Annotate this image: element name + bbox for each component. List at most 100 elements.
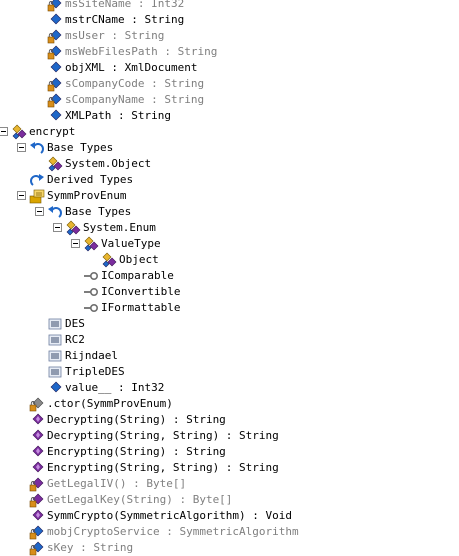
tree-node[interactable]: Base Types (0, 204, 459, 220)
tree-node-label[interactable]: Decrypting(String) : String (47, 413, 226, 426)
tree-node-label[interactable]: Decrypting(String, String) : String (47, 429, 279, 442)
tree-node-label[interactable]: msWebFilesPath : String (65, 45, 218, 58)
tree-node-label[interactable]: mstrCName : String (65, 13, 185, 26)
derived-types-icon (29, 172, 45, 188)
tree-node[interactable]: Derived Types (0, 172, 459, 188)
tree-node-label[interactable]: Encrypting(String, String) : String (47, 461, 279, 474)
tree-node-label[interactable]: value__ : Int32 (65, 381, 165, 394)
tree-node-label[interactable]: .ctor(SymmProvEnum) (47, 397, 173, 410)
tree-node-label[interactable]: Object (119, 253, 159, 266)
tree-node-label[interactable]: GetLegalIV() : Byte[] (47, 477, 187, 490)
tree-node[interactable]: SymmProvEnum (0, 188, 459, 204)
tree-node-label[interactable]: sCompanyCode : String (65, 77, 205, 90)
tree-node-label[interactable]: System.Enum (83, 221, 156, 234)
tree-node-label[interactable]: SymmCrypto(SymmetricAlgorithm) : Void (47, 509, 293, 522)
tree-node[interactable]: Rijndael (0, 348, 459, 364)
tree-node-label[interactable]: IFormattable (101, 301, 181, 314)
tree-node-label[interactable]: Encrypting(String) : String (47, 445, 226, 458)
tree-node-label[interactable]: Derived Types (47, 173, 134, 186)
collapse-toggle[interactable] (35, 207, 44, 216)
tree-node[interactable]: objXML : XmlDocument (0, 60, 459, 76)
tree-node[interactable]: sCompanyCode : String (0, 76, 459, 92)
collapse-toggle[interactable] (71, 239, 80, 248)
class-icon (11, 124, 27, 140)
class-icon (47, 156, 63, 172)
class-icon (65, 220, 81, 236)
collapse-toggle[interactable] (17, 191, 26, 200)
tree-node[interactable]: .ctor(SymmProvEnum) (0, 396, 459, 412)
tree-node-label[interactable]: XMLPath : String (65, 109, 171, 122)
tree-node-label[interactable]: objXML : XmlDocument (65, 61, 198, 74)
tree-node-label[interactable]: ValueType (101, 237, 161, 250)
collapse-toggle[interactable] (17, 143, 26, 152)
tree-node-label[interactable]: TripleDES (65, 365, 125, 378)
tree-node[interactable]: ValueType (0, 236, 459, 252)
class-icon (101, 252, 117, 268)
tree-node-label[interactable]: Base Types (47, 141, 114, 154)
enum-item-icon (47, 316, 63, 332)
field-icon (47, 108, 63, 124)
tree-node[interactable]: sCompanyName : String (0, 92, 459, 108)
tree-node[interactable]: sKey : String (0, 540, 459, 556)
tree-node-label[interactable]: msUser : String (65, 29, 165, 42)
enum-item-icon (47, 364, 63, 380)
field-private-icon (29, 540, 45, 556)
tree-node[interactable]: mobjCryptoService : SymmetricAlgorithm (0, 524, 459, 540)
field-icon (47, 12, 63, 28)
method-icon (29, 460, 45, 476)
collapse-toggle[interactable] (0, 127, 8, 136)
tree-node[interactable]: XMLPath : String (0, 108, 459, 124)
tree-node[interactable]: mstrCName : String (0, 12, 459, 28)
tree-node[interactable]: encrypt (0, 124, 459, 140)
tree-node[interactable]: Decrypting(String, String) : String (0, 428, 459, 444)
field-private-icon (29, 524, 45, 540)
tree-node[interactable]: Object (0, 252, 459, 268)
field-private-icon (47, 0, 63, 12)
method-private-icon (29, 476, 45, 492)
tree-node-label[interactable]: encrypt (29, 125, 76, 138)
tree-node-label[interactable]: IComparable (101, 269, 174, 282)
method-private-icon (29, 492, 45, 508)
tree-node-label[interactable]: Base Types (65, 205, 132, 218)
tree-node[interactable]: System.Object (0, 156, 459, 172)
field-private-icon (47, 44, 63, 60)
tree-node-label[interactable]: msSiteName : Int32 (65, 0, 185, 10)
tree-node[interactable]: GetLegalKey(String) : Byte[] (0, 492, 459, 508)
base-types-icon (29, 140, 45, 156)
tree-node[interactable]: System.Enum (0, 220, 459, 236)
tree-node[interactable]: Decrypting(String) : String (0, 412, 459, 428)
tree-node-label[interactable]: SymmProvEnum (47, 189, 127, 202)
tree-node[interactable]: GetLegalIV() : Byte[] (0, 476, 459, 492)
tree-node[interactable]: msWebFilesPath : String (0, 44, 459, 60)
tree-node[interactable]: IConvertible (0, 284, 459, 300)
tree-node[interactable]: msUser : String (0, 28, 459, 44)
tree-node[interactable]: DES (0, 316, 459, 332)
tree-node[interactable]: IFormattable (0, 300, 459, 316)
tree-node[interactable]: RC2 (0, 332, 459, 348)
field-icon (47, 60, 63, 76)
tree-node[interactable]: Encrypting(String) : String (0, 444, 459, 460)
enum-item-icon (47, 332, 63, 348)
tree-node[interactable]: Encrypting(String, String) : String (0, 460, 459, 476)
tree-node[interactable]: msSiteName : Int32 (0, 0, 459, 12)
tree-node[interactable]: SymmCrypto(SymmetricAlgorithm) : Void (0, 508, 459, 524)
tree-node-label[interactable]: RC2 (65, 333, 85, 346)
enum-icon (29, 188, 45, 204)
tree-node-label[interactable]: IConvertible (101, 285, 181, 298)
tree-node[interactable]: value__ : Int32 (0, 380, 459, 396)
tree-node-label[interactable]: Rijndael (65, 349, 118, 362)
collapse-toggle[interactable] (53, 223, 62, 232)
tree-node[interactable]: TripleDES (0, 364, 459, 380)
tree-node-label[interactable]: GetLegalKey(String) : Byte[] (47, 493, 233, 506)
tree-node-label[interactable]: mobjCryptoService : SymmetricAlgorithm (47, 525, 299, 538)
enum-item-icon (47, 348, 63, 364)
tree-node-label[interactable]: System.Object (65, 157, 152, 170)
tree-node-label[interactable]: DES (65, 317, 85, 330)
base-types-icon (47, 204, 63, 220)
tree-node-label[interactable]: sCompanyName : String (65, 93, 205, 106)
tree-node[interactable]: IComparable (0, 268, 459, 284)
method-icon (29, 508, 45, 524)
tree-node[interactable]: Base Types (0, 140, 459, 156)
tree-node-label[interactable]: sKey : String (47, 541, 134, 554)
